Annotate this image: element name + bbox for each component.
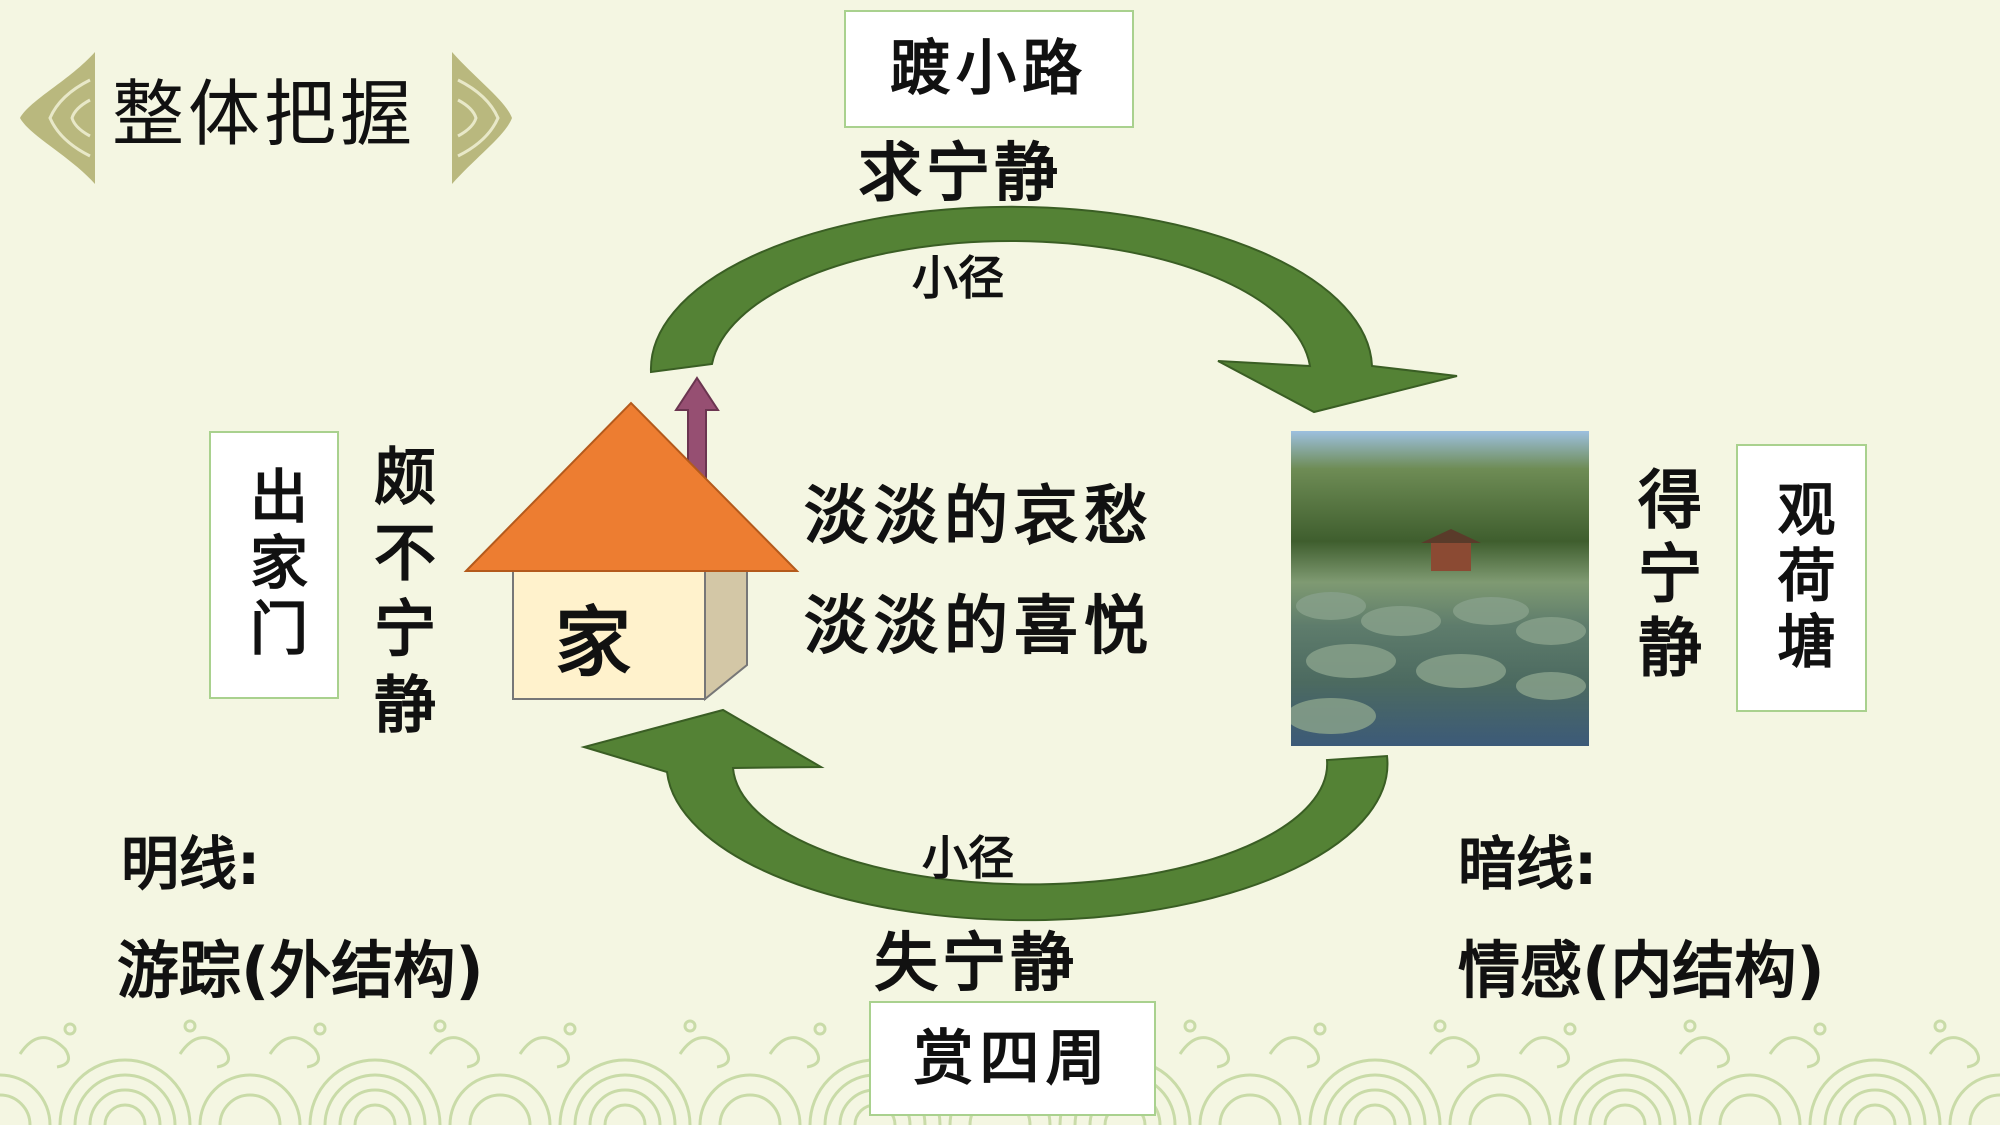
left-state: 颇不宁静 [363,444,436,748]
house-wall [512,570,706,700]
left-action-box: 出家门 [209,431,339,699]
center-line-1: 淡淡的哀愁 [804,480,1154,554]
top-action-box: 踱小路 [844,10,1134,128]
implicit-line-label: 暗线: [1458,830,1598,898]
top-curved-arrow [649,205,1458,414]
right-action-label: 观荷塘 [1767,479,1836,677]
page-title: 整体把握 [112,72,417,156]
bottom-path-label: 小径 [922,831,1014,885]
top-action-label: 踱小路 [890,34,1088,104]
bottom-action-box: 赏四周 [869,1001,1156,1116]
house-roof [463,401,800,572]
top-state: 求宁静 [858,137,1062,211]
left-action-label: 出家门 [240,466,308,664]
bottom-action-label: 赏四周 [913,1023,1112,1094]
explicit-line-label: 明线: [121,830,261,898]
house-label: 家 [555,598,631,687]
explicit-line-value: 游踪(外结构) [117,934,484,1007]
top-path-label: 小径 [912,251,1004,305]
lotus-pond-photo [1291,431,1589,746]
bottom-curved-arrow [580,708,1389,922]
right-state: 得宁静 [1627,466,1701,688]
house-side-wall [704,570,748,702]
implicit-line-value: 情感(内结构) [1458,934,1825,1007]
right-action-box: 观荷塘 [1736,444,1867,712]
center-line-2: 淡淡的喜悦 [804,590,1154,664]
bottom-state: 失宁静 [874,927,1078,1001]
